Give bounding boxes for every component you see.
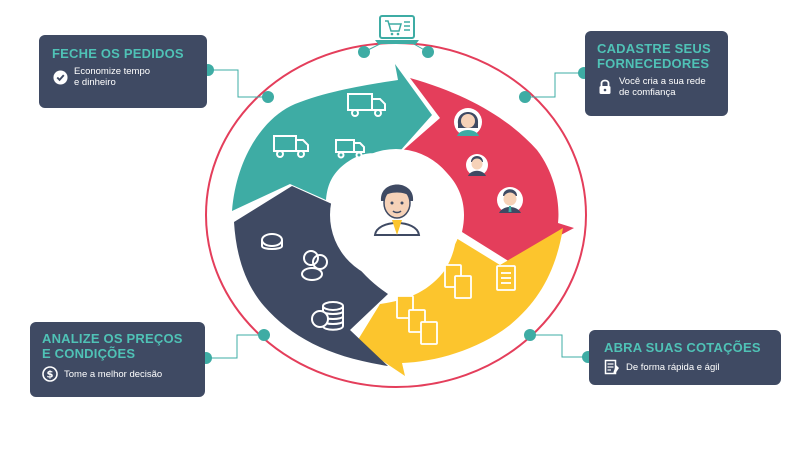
laptop-shopping-cart-icon	[375, 15, 419, 44]
coin-stack-icon	[311, 301, 344, 331]
lock-icon	[597, 79, 613, 95]
card-desc-line: de comfiança	[619, 87, 676, 98]
card-desc: De forma rápida e ágil	[626, 361, 720, 373]
card-desc-line: e dinheiro	[74, 77, 116, 88]
card-desc-line: Economize tempo	[74, 66, 151, 77]
segment-suppliers	[400, 78, 574, 262]
card-register-suppliers: CADASTRE SEUS FORNECEDORES Você cria a s…	[585, 31, 728, 116]
card-title: FECHE OS PEDIDOS	[52, 46, 184, 61]
connector-abra	[530, 334, 589, 358]
delivery-truck-icon	[335, 139, 365, 159]
node-dot	[422, 46, 434, 58]
node-dot	[358, 46, 370, 58]
svg-text:$: $	[47, 370, 54, 381]
node-dot	[258, 329, 270, 341]
card-open-quotes: ABRA SUAS COTAÇÕES De forma rápida e ági…	[589, 330, 781, 385]
connector-analize	[205, 334, 264, 359]
card-desc: Tome a melhor decisão	[64, 368, 163, 380]
businessman-avatar-icon	[373, 184, 421, 236]
man-avatar-icon	[497, 187, 523, 213]
document-icon	[496, 265, 516, 291]
card-title-line: E CONDIÇÕES	[42, 346, 136, 361]
coin-icon	[301, 250, 328, 281]
check-circle-icon	[52, 69, 68, 85]
card-analyze-prices: ANALIZE OS PREÇOS E CONDIÇÕES $ Tome a m…	[30, 322, 205, 397]
card-close-orders: FECHE OS PEDIDOS Economize tempo e dinhe…	[39, 35, 207, 108]
delivery-truck-icon	[273, 135, 309, 158]
card-title: ABRA SUAS COTAÇÕES	[604, 340, 761, 355]
card-title-line: ANALIZE OS PREÇOS	[42, 331, 183, 346]
document-pen-icon	[604, 359, 620, 375]
card-title-line: CADASTRE SEUS	[597, 41, 711, 56]
coin-icon	[261, 233, 283, 250]
man-avatar-icon	[466, 154, 488, 176]
card-desc-line: Você cria a sua rede	[619, 76, 706, 87]
card-title-line: FORNECEDORES	[597, 56, 710, 71]
document-icon	[396, 295, 438, 345]
dollar-coin-icon: $	[42, 366, 58, 382]
node-dot	[262, 91, 274, 103]
segment-prices	[234, 186, 388, 366]
delivery-truck-icon	[347, 93, 386, 117]
woman-avatar-icon	[454, 108, 482, 136]
connector-feche	[207, 69, 268, 98]
node-dot	[524, 329, 536, 341]
connector-cadastre	[525, 72, 585, 98]
segment-quotes	[356, 228, 563, 376]
document-icon	[444, 264, 472, 299]
node-dot	[519, 91, 531, 103]
